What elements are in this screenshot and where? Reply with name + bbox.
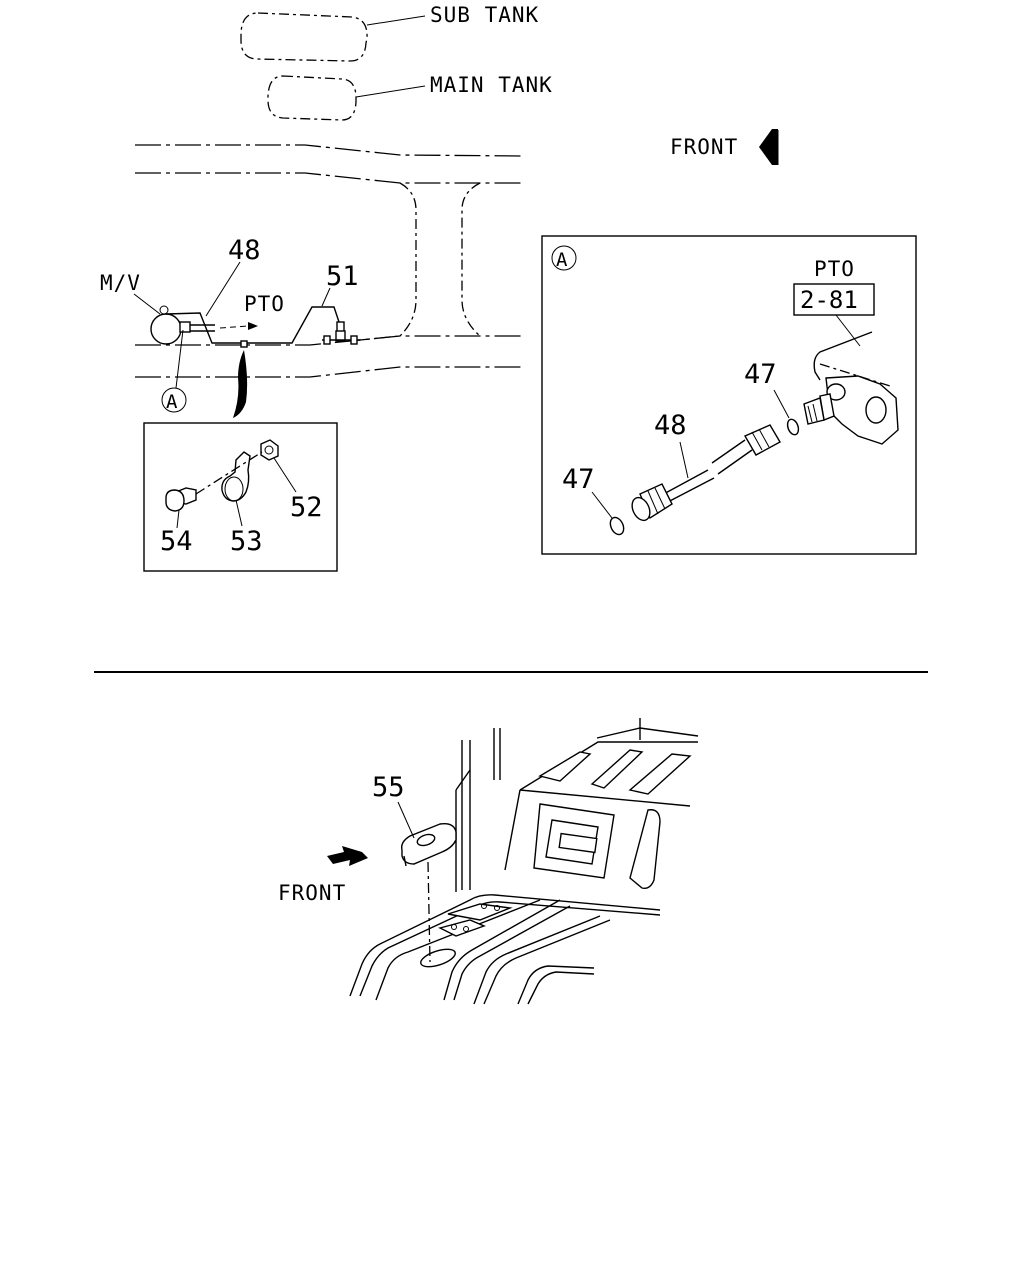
pto-pipe-assembly <box>133 261 401 418</box>
front-arrow-left-icon <box>759 129 778 165</box>
pto-flow-label: PTO <box>244 292 285 316</box>
detail-a-pto-label: PTO <box>814 257 855 281</box>
part-number-48: 48 <box>228 235 261 266</box>
detail-a-pto-ref: 2-81 <box>800 286 858 314</box>
sub-tank-label: SUB TANK <box>430 3 539 27</box>
tank-outlines <box>240 12 426 121</box>
part-number-54: 54 <box>160 526 193 557</box>
chassis-frame <box>135 144 523 378</box>
front-label-bottom: FRONT <box>278 881 346 905</box>
part-number-52: 52 <box>290 492 323 523</box>
detail-a-part-47-left: 47 <box>562 464 595 495</box>
magnetic-valve-icon <box>150 313 182 345</box>
o-ring-icon <box>786 418 800 436</box>
mv-label: M/V <box>100 271 141 295</box>
detail-a-callout: A <box>161 387 187 413</box>
nut-icon <box>260 439 279 461</box>
detail-a-marker: A <box>556 249 568 271</box>
detail-a-part-47-right: 47 <box>744 359 777 390</box>
part-number-55: 55 <box>372 772 405 803</box>
part-number-51: 51 <box>326 261 359 292</box>
sub-tank-outline <box>240 12 368 62</box>
detail-a-box <box>541 235 917 555</box>
detail-a-part-48: 48 <box>654 410 687 441</box>
callout-a-letter: A <box>166 391 178 413</box>
front-arrow-icon <box>327 846 368 866</box>
part-number-53: 53 <box>230 526 263 557</box>
detail-pointer-icon <box>233 350 248 418</box>
pto-pipe-icon <box>744 424 781 456</box>
cab-floor-drawing <box>327 718 699 1005</box>
front-label-top: FRONT <box>670 135 738 159</box>
pto-housing <box>813 331 873 381</box>
main-tank-label: MAIN TANK <box>430 73 553 97</box>
main-tank-outline <box>267 75 357 121</box>
clip-detail-box <box>143 422 338 572</box>
